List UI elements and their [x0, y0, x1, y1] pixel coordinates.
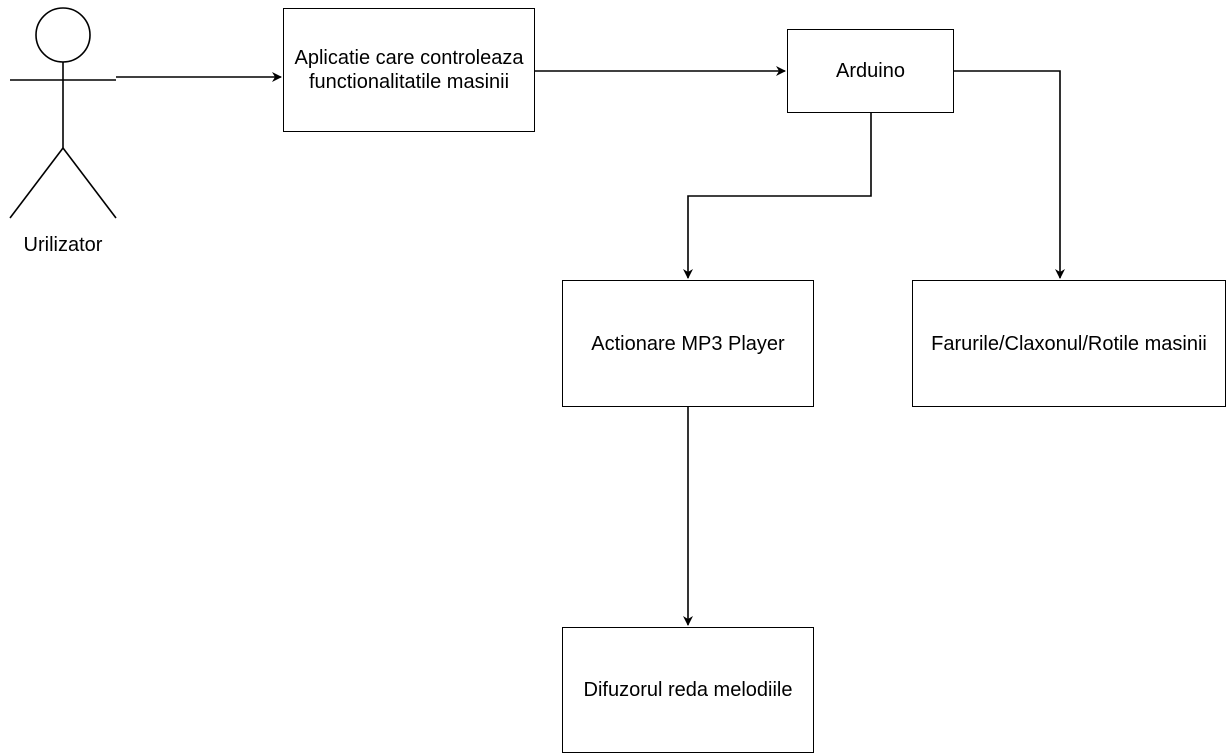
- app-controls-node: Aplicatie care controleaza functionalita…: [283, 8, 535, 132]
- arduino-node: Arduino: [787, 29, 954, 113]
- stick-figure-actor-icon: [9, 7, 117, 219]
- speaker-node: Difuzorul reda melodiile: [562, 627, 814, 753]
- lights-horn-wheels-node: Farurile/Claxonul/Rotile masinii: [912, 280, 1226, 407]
- app-controls-label: Aplicatie care controleaza functionalita…: [294, 47, 524, 93]
- speaker-label: Difuzorul reda melodiile: [583, 679, 793, 701]
- mp3-player-label: Actionare MP3 Player: [591, 332, 785, 355]
- edge-arduino-to-mp3: [683, 113, 872, 279]
- actor-head: [35, 7, 91, 63]
- lights-horn-wheels-label: Farurile/Claxonul/Rotile masinii: [931, 332, 1207, 355]
- edge-arduino-to-lights: [954, 70, 1065, 279]
- actor-label: Urilizator: [23, 234, 103, 256]
- arduino-label: Arduino: [836, 60, 905, 82]
- mp3-player-node: Actionare MP3 Player: [562, 280, 814, 407]
- actor-left-leg: [9, 147, 64, 219]
- actor-right-leg: [62, 147, 117, 219]
